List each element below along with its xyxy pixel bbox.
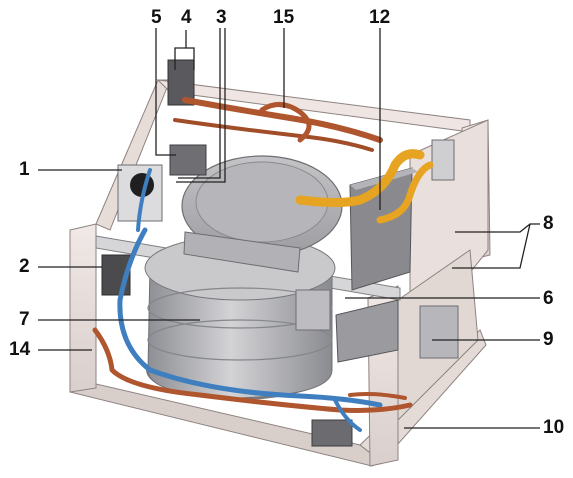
piping <box>92 97 434 432</box>
callout-label-3: 3 <box>216 7 227 28</box>
drum-assembly <box>144 155 343 400</box>
callout-label-6: 6 <box>543 288 554 309</box>
callout-leaders <box>38 28 540 429</box>
callout-label-2: 2 <box>19 256 30 277</box>
leader-5 <box>155 28 176 156</box>
callout-label-1: 1 <box>19 159 30 180</box>
callout-label-7: 7 <box>19 309 30 330</box>
callout-label-4: 4 <box>181 7 192 28</box>
leader-3b <box>178 28 221 179</box>
callout-label-15: 15 <box>273 7 295 28</box>
leader-8b <box>452 223 531 269</box>
leader-4b <box>186 47 195 70</box>
callout-label-10: 10 <box>543 417 565 438</box>
leader-8a <box>455 223 540 233</box>
callout-label-8: 8 <box>543 213 554 234</box>
callout-label-5: 5 <box>151 7 162 28</box>
callout-label-9: 9 <box>543 329 554 350</box>
leader-3 <box>176 28 226 183</box>
callout-label-14: 14 <box>9 339 31 360</box>
leader-4 <box>174 30 187 70</box>
callout-label-12: 12 <box>369 7 391 28</box>
